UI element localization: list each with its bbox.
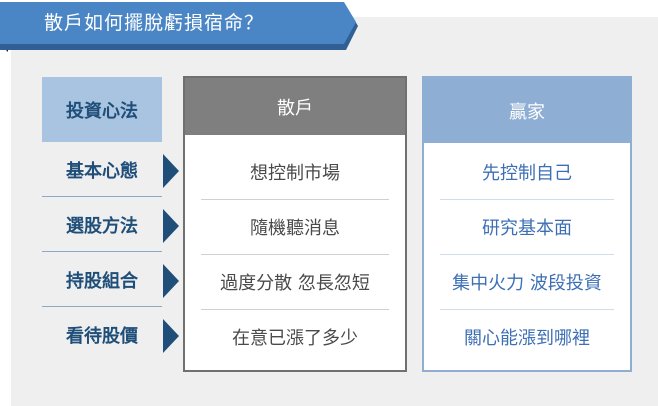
winner-item: 關心能漲到哪裡 — [464, 327, 590, 349]
divider — [201, 199, 389, 200]
principles-header: 投資心法 — [42, 77, 162, 142]
title-banner: 散戶如何擺脫虧損宿命？ — [0, 0, 358, 52]
divider — [42, 196, 162, 197]
winner-item: 先控制自己 — [482, 162, 572, 184]
divider — [440, 254, 614, 255]
retail-item: 想控制市場 — [250, 162, 340, 184]
banner-shape — [0, 2, 358, 52]
principle-item: 看待股價 — [42, 307, 162, 362]
retail-column: 散戶 想控制市場 隨機聽消息 過度分散 忽長忽短 在意已漲了多少 — [183, 76, 407, 372]
chevron-right-icon — [163, 264, 179, 298]
retail-item: 過度分散 忽長忽短 — [220, 272, 370, 294]
divider — [42, 306, 162, 307]
page-title: 散戶如何擺脫虧損宿命？ — [44, 12, 265, 34]
divider — [201, 309, 389, 310]
principle-item: 持股組合 — [42, 252, 162, 307]
divider — [201, 254, 389, 255]
retail-item: 在意已漲了多少 — [232, 327, 358, 349]
winner-item: 研究基本面 — [482, 217, 572, 239]
divider — [440, 199, 614, 200]
retail-item: 隨機聽消息 — [250, 217, 340, 239]
retail-header: 散戶 — [185, 78, 405, 135]
principle-label: 基本心態 — [66, 160, 138, 182]
winner-header: 贏家 — [424, 78, 630, 143]
divider — [440, 309, 614, 310]
principle-label: 持股組合 — [66, 270, 138, 292]
principle-label: 選股方法 — [66, 215, 138, 237]
chevron-right-icon — [163, 154, 179, 188]
principle-item: 基本心態 — [42, 142, 162, 197]
divider — [42, 251, 162, 252]
winner-item: 集中火力 波段投資 — [452, 272, 602, 294]
principle-item: 選股方法 — [42, 197, 162, 252]
chevron-right-icon — [163, 319, 179, 353]
chevron-right-icon — [163, 209, 179, 243]
winner-column: 贏家 先控制自己 研究基本面 集中火力 波段投資 關心能漲到哪裡 — [422, 76, 632, 372]
principle-label: 看待股價 — [66, 325, 138, 347]
